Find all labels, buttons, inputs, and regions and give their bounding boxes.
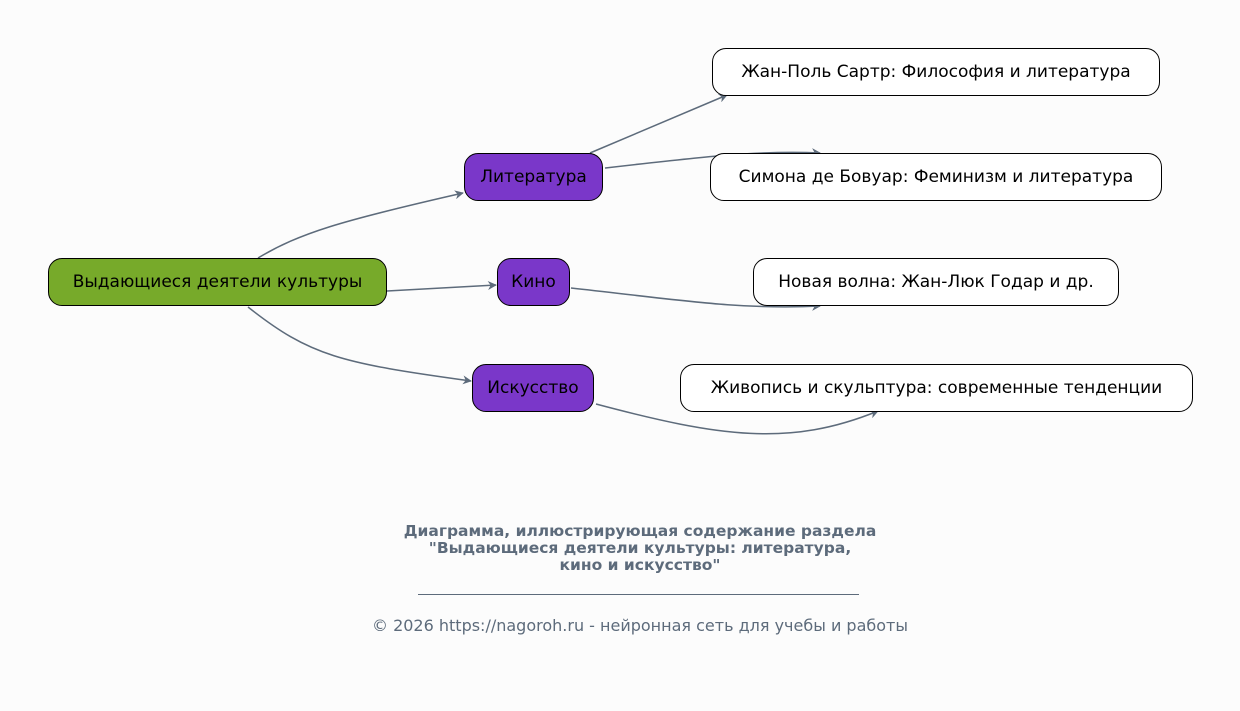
edge-literature-sartre (589, 94, 728, 154)
caption-line-3: кино и искусство" (559, 556, 721, 574)
node-cinema: Кино (497, 258, 570, 306)
footer-copyright: © 2026 https://nagoroh.ru - нейронная се… (371, 616, 908, 635)
node-sartre: Жан-Поль Сартр: Философия и литература (712, 48, 1160, 96)
node-literature: Литература (464, 153, 603, 201)
node-beauvoir: Симона де Бовуар: Феминизм и литература (710, 153, 1162, 201)
node-root-cultural-figures: Выдающиеся деятели культуры (48, 258, 387, 306)
edge-root-literature (257, 190, 464, 259)
caption-line-1: Диаграмма, иллюстрирующая содержание раз… (403, 522, 877, 540)
node-new-wave: Новая волна: Жан-Люк Годар и др. (753, 258, 1119, 306)
edge-art-painting (595, 403, 879, 435)
caption-line-2: "Выдающиеся деятели культуры: литература… (428, 539, 852, 557)
node-art: Искусство (472, 364, 594, 412)
diagram-caption: Диаграмма, иллюстрирующая содержание раз… (320, 523, 960, 574)
edge-root-art (247, 306, 472, 385)
edge-root-cinema (386, 280, 497, 292)
caption-divider (418, 594, 859, 595)
node-painting-sculpture: Живопись и скульптура: современные тенде… (680, 364, 1193, 412)
edge-cinema-godard (570, 287, 821, 311)
